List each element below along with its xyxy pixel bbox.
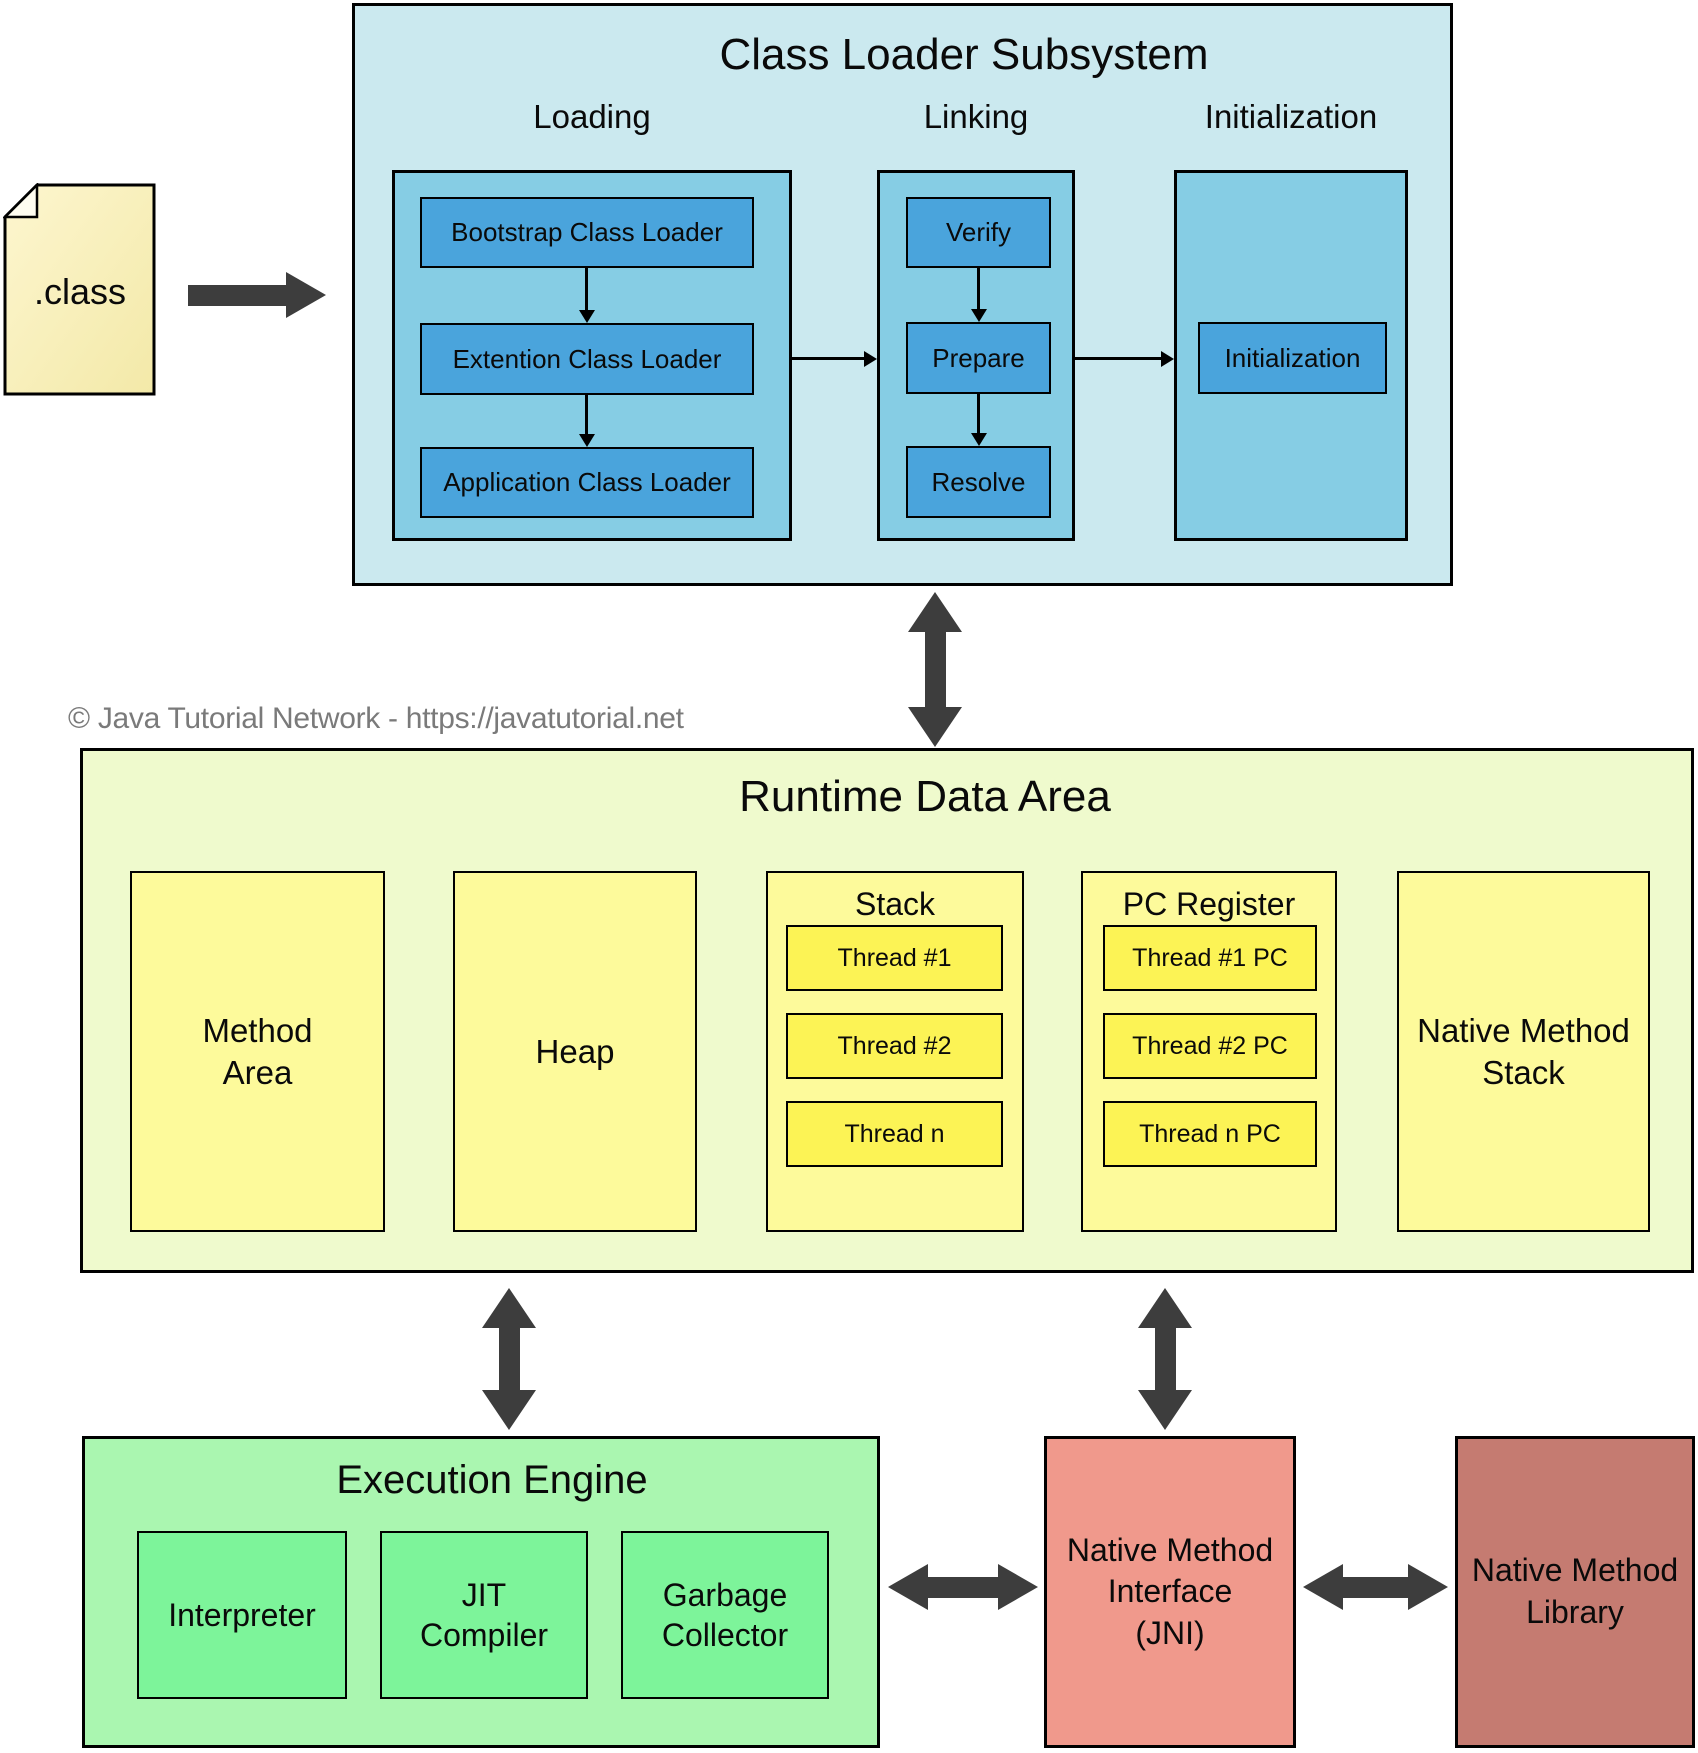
extention-class-loader-box: Extention Class Loader bbox=[420, 323, 754, 395]
arrow-runtime-to-jni bbox=[1137, 1288, 1193, 1430]
jit-compiler-label: JIT Compiler bbox=[419, 1577, 549, 1653]
arrow-shaft bbox=[1154, 1328, 1176, 1390]
stack-thread-1-box: Thread #1 bbox=[786, 925, 1003, 991]
prepare-box: Prepare bbox=[906, 322, 1051, 394]
native-method-stack-label: Native Method Stack bbox=[1417, 1012, 1630, 1091]
verify-label: Verify bbox=[945, 217, 1012, 247]
arrow-shaft bbox=[928, 1576, 998, 1598]
class-file-icon: .class bbox=[3, 183, 157, 397]
pc-thread-2-box: Thread #2 PC bbox=[1103, 1013, 1317, 1079]
class-file-label: .class bbox=[33, 271, 127, 312]
native-method-interface-box: Native Method Interface (JNI) bbox=[1044, 1436, 1296, 1748]
interpreter-box: Interpreter bbox=[137, 1531, 347, 1699]
runtime-data-area-title: Runtime Data Area bbox=[739, 772, 1111, 821]
native-method-interface-label: Native Method Interface (JNI) bbox=[1066, 1531, 1274, 1651]
interpreter-label: Interpreter bbox=[168, 1597, 316, 1633]
stack-thread-n-box: Thread n bbox=[786, 1101, 1003, 1167]
arrow-head-right bbox=[1408, 1564, 1448, 1610]
arrow-head-down bbox=[482, 1390, 536, 1430]
arrow-head-down bbox=[1138, 1390, 1192, 1430]
arrow-shaft bbox=[1343, 1576, 1408, 1598]
jit-compiler-box: JIT Compiler bbox=[380, 1531, 588, 1699]
application-class-loader-label: Application Class Loader bbox=[443, 467, 731, 497]
loading-column-label: Loading bbox=[533, 98, 651, 135]
arrow-classfile-to-classloader bbox=[188, 272, 326, 318]
method-area-label: Method Area bbox=[202, 1012, 313, 1091]
arrow-extention-to-application bbox=[579, 395, 595, 447]
method-area-box: Method Area bbox=[130, 871, 385, 1232]
arrow-runtime-to-execution-engine bbox=[481, 1288, 537, 1430]
initialization-box: Initialization bbox=[1198, 322, 1387, 394]
stack-thread-1-label: Thread #1 bbox=[837, 943, 952, 972]
native-method-stack-box: Native Method Stack bbox=[1397, 871, 1650, 1232]
arrow-prepare-to-resolve bbox=[971, 394, 987, 446]
copyright-text: © Java Tutorial Network - https://javatu… bbox=[68, 702, 684, 735]
stack-thread-2-box: Thread #2 bbox=[786, 1013, 1003, 1079]
arrow-head-left bbox=[1303, 1564, 1343, 1610]
pc-thread-1-label: Thread #1 PC bbox=[1132, 943, 1288, 972]
heap-box: Heap bbox=[453, 871, 697, 1232]
arrow-verify-to-prepare bbox=[971, 268, 987, 322]
arrow-loading-to-linking bbox=[792, 351, 877, 367]
application-class-loader-box: Application Class Loader bbox=[420, 447, 754, 518]
pc-thread-n-box: Thread n PC bbox=[1103, 1101, 1317, 1167]
pc-thread-1-box: Thread #1 PC bbox=[1103, 925, 1317, 991]
verify-box: Verify bbox=[906, 197, 1051, 268]
stack-thread-n-label: Thread n bbox=[844, 1119, 945, 1148]
pc-thread-2-label: Thread #2 PC bbox=[1132, 1031, 1288, 1060]
linking-column-label: Linking bbox=[923, 98, 1029, 135]
pc-thread-n-label: Thread n PC bbox=[1139, 1119, 1281, 1148]
bootstrap-class-loader-box: Bootstrap Class Loader bbox=[420, 197, 754, 268]
resolve-label: Resolve bbox=[931, 466, 1026, 497]
arrow-shaft bbox=[498, 1328, 520, 1390]
arrow-execution-engine-to-jni bbox=[888, 1564, 1038, 1610]
stack-title: Stack bbox=[854, 886, 936, 922]
initialization-label: Initialization bbox=[1224, 342, 1361, 373]
garbage-collector-label: Garbage Collector bbox=[661, 1577, 789, 1653]
class-loader-subsystem-title: Class Loader Subsystem bbox=[719, 30, 1209, 79]
document-icon bbox=[3, 183, 156, 396]
extention-class-loader-label: Extention Class Loader bbox=[452, 343, 722, 374]
arrow-bootstrap-to-extention bbox=[579, 268, 595, 323]
arrow-head-up bbox=[908, 592, 962, 632]
arrow-jni-to-native-library bbox=[1303, 1564, 1448, 1610]
initialization-column-label: Initialization bbox=[1204, 98, 1378, 135]
prepare-label: Prepare bbox=[932, 342, 1025, 373]
arrow-shaft bbox=[188, 284, 286, 306]
garbage-collector-box: Garbage Collector bbox=[621, 1531, 829, 1699]
native-method-library-box: Native Method Library bbox=[1455, 1436, 1695, 1748]
pc-register-title: PC Register bbox=[1122, 886, 1296, 922]
arrow-head-up bbox=[482, 1288, 536, 1328]
bootstrap-class-loader-label: Bootstrap Class Loader bbox=[451, 217, 723, 247]
arrow-linking-to-initialization bbox=[1075, 351, 1174, 367]
arrow-classloader-to-runtime bbox=[907, 592, 963, 747]
arrow-head-right bbox=[998, 1564, 1038, 1610]
resolve-box: Resolve bbox=[906, 446, 1051, 518]
arrow-head-right bbox=[286, 272, 326, 318]
arrow-head-up bbox=[1138, 1288, 1192, 1328]
heap-label: Heap bbox=[535, 1032, 615, 1070]
arrow-shaft bbox=[924, 632, 946, 707]
arrow-head-down bbox=[908, 707, 962, 747]
native-method-library-label: Native Method Library bbox=[1471, 1552, 1679, 1630]
stack-thread-2-label: Thread #2 bbox=[837, 1031, 952, 1060]
arrow-head-left bbox=[888, 1564, 928, 1610]
execution-engine-title: Execution Engine bbox=[336, 1458, 648, 1502]
